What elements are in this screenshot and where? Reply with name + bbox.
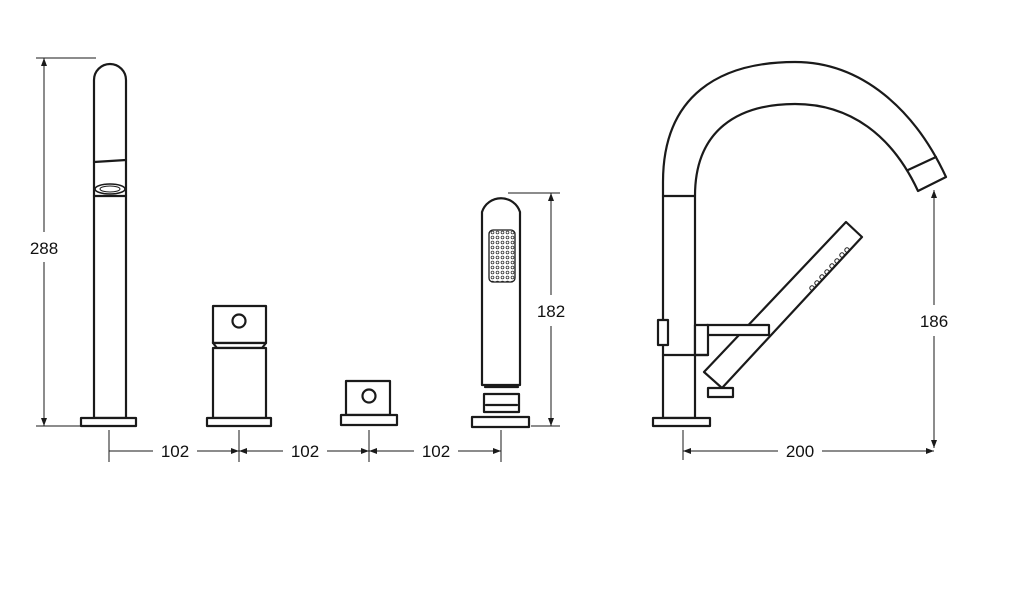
handshower-height-label: 182 xyxy=(537,302,565,321)
spacing-3-label: 102 xyxy=(422,442,450,461)
spacing-1-label: 102 xyxy=(161,442,189,461)
dimension-spacing: 102 102 102 xyxy=(108,430,502,462)
dimension-mixer-height: 186 xyxy=(920,190,948,448)
monobloc-mixer xyxy=(651,60,948,428)
dimension-handshower-height: 182 xyxy=(508,192,565,427)
mixer-reach-label: 200 xyxy=(786,442,814,461)
mixer-height-label: 186 xyxy=(920,312,948,331)
hand-shower xyxy=(470,197,531,429)
spacing-2-label: 102 xyxy=(291,442,319,461)
mixer-body xyxy=(205,304,273,428)
diverter-valve xyxy=(339,379,399,427)
spout-height-label: 288 xyxy=(30,239,58,258)
dimension-spout-height: 288 xyxy=(30,57,96,427)
dimension-mixer-reach: 200 xyxy=(682,430,934,461)
bath-spout xyxy=(79,62,138,428)
handshower-head-holes xyxy=(809,247,850,291)
